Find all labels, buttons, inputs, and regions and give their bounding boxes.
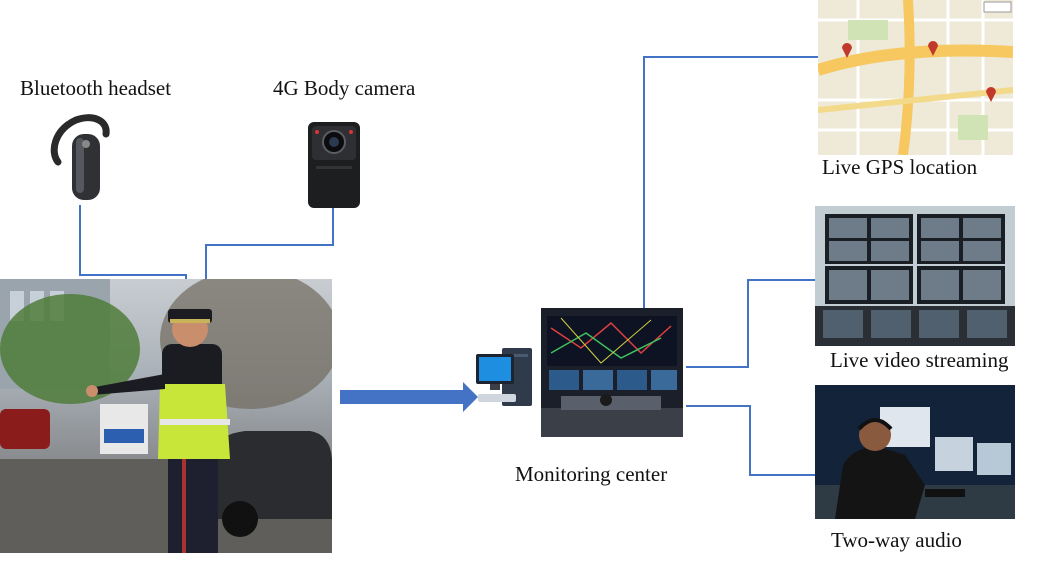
computer-icon (476, 348, 532, 406)
audio-label: Two-way audio (831, 528, 962, 552)
data-flow-arrow (340, 382, 478, 412)
camera-label: 4G Body camera (273, 76, 416, 100)
audio-operator-image (815, 385, 1015, 519)
gps-connector (643, 56, 818, 308)
officer-photo (0, 279, 332, 553)
gps-map-image (818, 0, 1013, 155)
audio-connector (686, 405, 815, 476)
video-label: Live video streaming (830, 348, 1009, 372)
body-camera-icon (308, 122, 360, 208)
monitoring-center-photo (541, 308, 683, 437)
monitoring-label: Monitoring center (515, 462, 668, 486)
gps-label: Live GPS location (822, 155, 978, 179)
video-wall-image (815, 206, 1015, 346)
bluetooth-headset-icon (50, 114, 110, 200)
headset-label: Bluetooth headset (20, 76, 172, 100)
video-connector (686, 279, 815, 368)
